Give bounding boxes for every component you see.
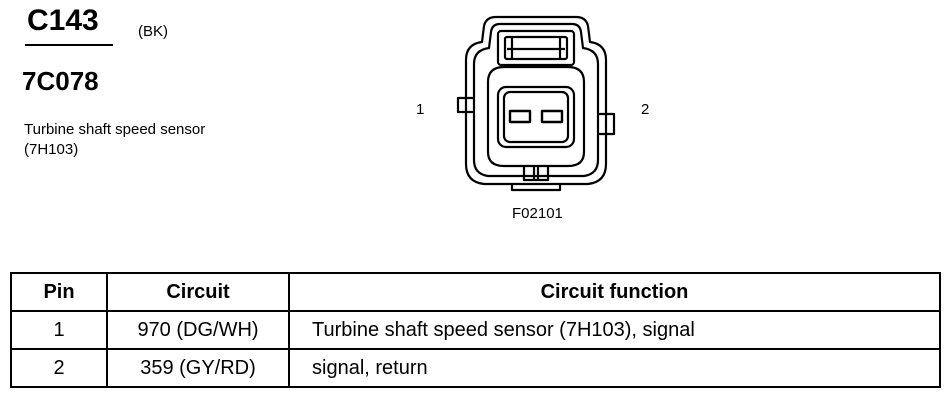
table-header-row: Pin Circuit Circuit function bbox=[10, 272, 941, 312]
cell-pin: 1 bbox=[10, 310, 108, 350]
terminal-pin-2 bbox=[540, 109, 564, 124]
header-circuit-function: Circuit function bbox=[288, 272, 941, 312]
cell-circuit-function: Turbine shaft speed sensor (7H103), sign… bbox=[288, 310, 941, 350]
pin-2-label: 2 bbox=[641, 101, 650, 118]
terminal-pin-1 bbox=[508, 109, 532, 124]
connector-color: (BK) bbox=[138, 23, 168, 40]
connector-inner-face bbox=[486, 65, 586, 168]
table-row: 2 359 (GY/RD) signal, return bbox=[10, 348, 941, 388]
cell-circuit-function: signal, return bbox=[288, 348, 941, 388]
connector-housing-inner-line bbox=[472, 22, 600, 178]
connector-outer-housing bbox=[464, 15, 608, 186]
latch-frame-inner bbox=[503, 35, 569, 61]
connector-id: C143 bbox=[27, 4, 99, 37]
header-pin: Pin bbox=[10, 272, 108, 312]
side-notch-left bbox=[456, 96, 466, 114]
header-circuit: Circuit bbox=[106, 272, 290, 312]
latch-frame-outer bbox=[496, 29, 576, 67]
side-notch-right bbox=[606, 112, 616, 136]
side-notch-right-inner bbox=[598, 112, 606, 136]
cell-circuit: 359 (GY/RD) bbox=[106, 348, 290, 388]
side-notch-left-inner bbox=[466, 96, 474, 114]
bottom-key bbox=[522, 166, 550, 182]
connector-description: Turbine shaft speed sensor (7H103) bbox=[24, 121, 206, 158]
pinout-table: Pin Circuit Circuit function 1 970 (DG/W… bbox=[10, 272, 941, 388]
cell-circuit: 970 (DG/WH) bbox=[106, 310, 290, 350]
terminal-cavity-block bbox=[496, 85, 576, 149]
bottom-key-lower bbox=[510, 184, 562, 192]
table-row: 1 970 (DG/WH) Turbine shaft speed sensor… bbox=[10, 310, 941, 350]
cell-pin: 2 bbox=[10, 348, 108, 388]
terminal-cavity-inner bbox=[502, 90, 570, 144]
connector-id-underline bbox=[25, 44, 113, 46]
connector-face-diagram bbox=[456, 15, 616, 192]
part-number: 7C078 bbox=[22, 66, 99, 96]
pin-1-label: 1 bbox=[416, 101, 425, 118]
figure-id: F02101 bbox=[512, 205, 563, 222]
